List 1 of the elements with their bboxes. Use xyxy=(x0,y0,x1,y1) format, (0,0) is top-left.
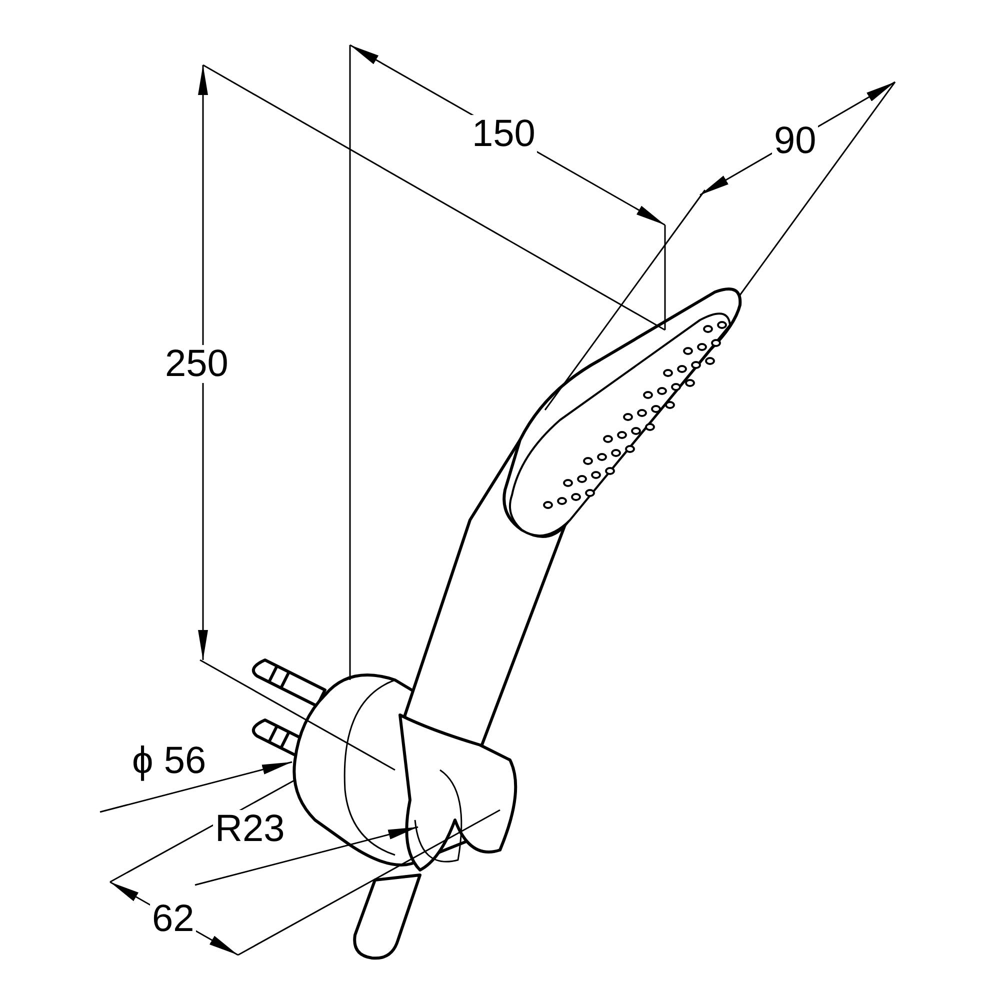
dimension-label: 150 xyxy=(470,115,538,153)
